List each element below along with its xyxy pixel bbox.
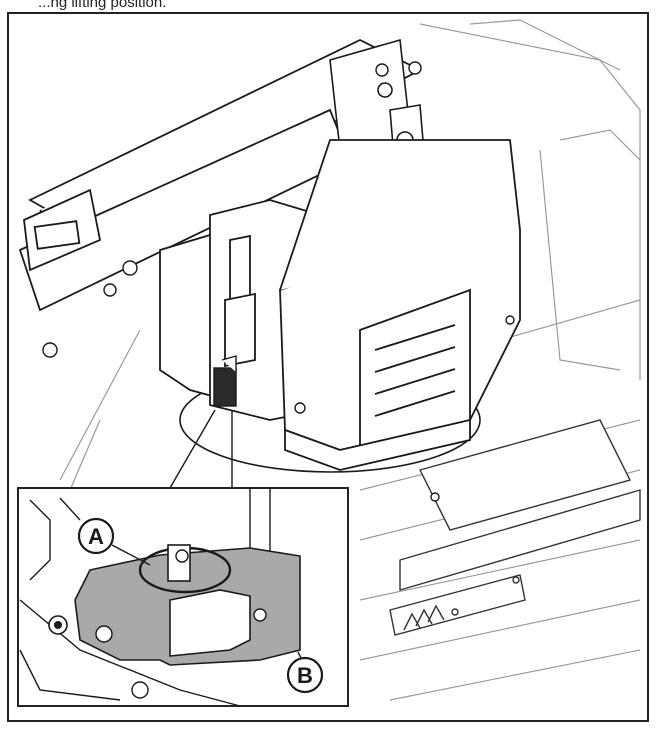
callout-b: B xyxy=(286,656,324,694)
boom-arm xyxy=(18,38,422,312)
caption-text: ...ng lifting position. xyxy=(38,0,167,11)
leader-lines xyxy=(169,409,233,489)
outer-frame xyxy=(7,12,649,722)
floor-rail xyxy=(389,419,641,636)
callout-a-label: A xyxy=(88,524,104,549)
callout-b-label: B xyxy=(297,663,313,688)
front-cover xyxy=(279,139,521,471)
callout-a: A xyxy=(77,517,115,555)
rail-chevrons xyxy=(403,576,520,631)
bolts xyxy=(42,61,515,502)
pin-location xyxy=(213,355,237,407)
inset-detail xyxy=(19,488,303,707)
